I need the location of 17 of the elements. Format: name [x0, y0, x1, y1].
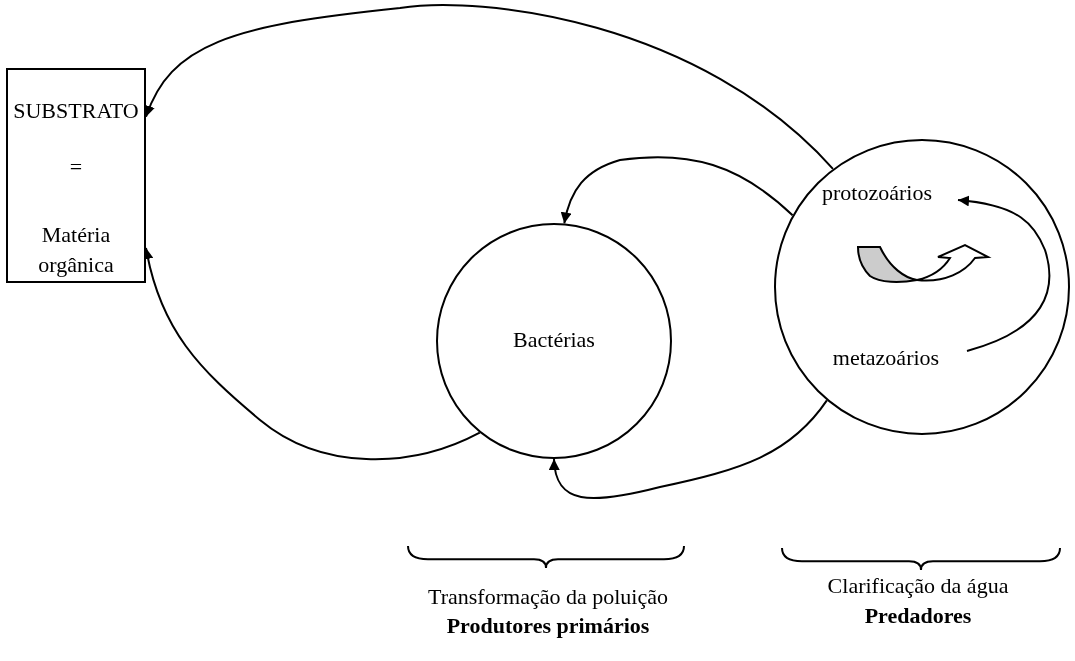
group-description: Transformação da poluição [428, 584, 668, 610]
arrow [957, 195, 1051, 352]
group-title: Predadores [864, 603, 972, 629]
node-text: Bactérias [512, 326, 596, 354]
organism-label: metazoários [831, 344, 941, 372]
node-text: = [68, 153, 84, 181]
arrow [561, 156, 794, 225]
group-title: Produtores primários [446, 613, 650, 639]
arrow [549, 399, 828, 500]
substrate-box [6, 68, 146, 283]
organism-label: protozoários [821, 179, 933, 207]
group-description: Clarificação da água [827, 573, 1009, 599]
node-text: Matéria orgânica [37, 221, 115, 279]
bacteria-circle [436, 223, 672, 459]
node-text: SUBSTRATO [12, 97, 140, 125]
arrow [145, 4, 834, 170]
circle-shape [774, 139, 1070, 435]
